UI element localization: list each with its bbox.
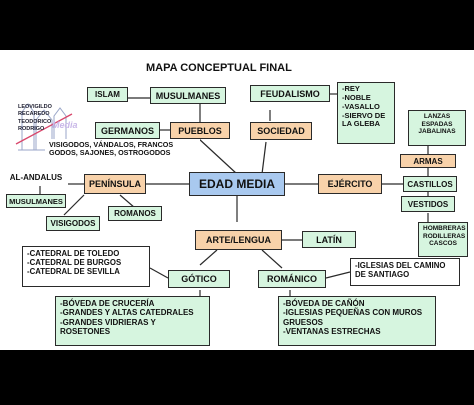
node-pueblos[interactable]: PUEBLOS <box>170 122 230 139</box>
node-romanico[interactable]: ROMÁNICO <box>258 270 326 288</box>
thumb-name: LEOVIGILDO <box>18 104 52 110</box>
node-musulmanes[interactable]: MUSULMANES <box>150 87 226 104</box>
armas-line: JABALINAS <box>418 128 456 136</box>
romanico-iglesias: -IGLESIAS DEL CAMINO DE SANTIAGO <box>350 258 460 286</box>
gotico-feature-line: ROSETONES <box>60 327 111 337</box>
thumb-name: RODRIGO <box>18 126 45 133</box>
castle-sketch <box>15 103 73 151</box>
page-title: MAPA CONCEPTUAL FINAL <box>146 62 292 74</box>
romanico-features: -BÓVEDA DE CAÑÓN -IGLESIAS PEQUEÑAS CON … <box>278 296 436 346</box>
iglesias-line: DE SANTIAGO <box>355 270 410 280</box>
gotico-feature-line: -GRANDES Y ALTAS CATEDRALES <box>60 308 194 318</box>
node-arte-lengua[interactable]: ARTE/LENGUA <box>195 230 282 250</box>
node-gotico[interactable]: GÓTICO <box>168 270 230 288</box>
node-sociedad[interactable]: SOCIEDAD <box>250 122 312 140</box>
watermark-text: Media <box>52 120 78 130</box>
armas-list: LANZAS ESPADAS JABALINAS <box>408 110 466 146</box>
node-islam[interactable]: ISLAM <box>87 87 128 102</box>
gotico-feature-line: -GRANDES VIDRIERAS Y <box>60 317 156 327</box>
vestidos-line: HOMBRERAS <box>423 225 466 232</box>
catedrales-list: -CATEDRAL DE TOLEDO -CATEDRAL DE BURGOS … <box>22 246 150 287</box>
concept-map-canvas: LEOVIGILDO RECAREDO TEODORICO RODRIGO Me… <box>0 50 474 350</box>
romanico-feature-line: -VENTANAS ESTRECHAS <box>283 327 381 337</box>
pueblos-line: GODOS, SAJONES, OSTROGODOS <box>49 148 171 158</box>
catedral-line: -CATEDRAL DE BURGOS <box>27 258 122 268</box>
armas-line: LANZAS <box>423 113 451 120</box>
feudal-line: -REY <box>342 84 360 93</box>
node-edad-media[interactable]: EDAD MEDIA <box>189 172 285 196</box>
node-vestidos[interactable]: VESTIDOS <box>401 196 455 212</box>
feudal-line: -VASALLO <box>342 101 380 111</box>
feudal-line: -SIERVO DE <box>342 110 386 120</box>
node-romanos[interactable]: ROMANOS <box>108 206 162 221</box>
node-castillos[interactable]: CASTILLOS <box>403 176 457 192</box>
gotico-features: -BÓVEDA DE CRUCERÍA -GRANDES Y ALTAS CAT… <box>55 296 210 346</box>
connector-lines <box>39 93 429 298</box>
vestidos-line: CASCOS <box>429 240 457 248</box>
node-visigodos[interactable]: VISIGODOS <box>46 216 100 231</box>
catedral-line: -CATEDRAL DE SEVILLA <box>27 267 120 277</box>
romanico-feature-line: -BÓVEDA DE CAÑÓN <box>283 299 365 308</box>
iglesias-line: -IGLESIAS DEL CAMINO <box>355 261 446 270</box>
feudal-list: -REY -NOBLE -VASALLO -SIERVO DE LA GLEBA <box>337 82 395 144</box>
node-latin[interactable]: LATÍN <box>302 231 356 248</box>
vestidos-line: RODILLERAS <box>423 232 466 240</box>
vestidos-list: HOMBRERAS RODILLERAS CASCOS <box>418 222 468 257</box>
thumb-name: TEODORICO <box>18 118 52 125</box>
pueblos-line: VISIGODOS, VÁNDALOS, FRANCOS <box>49 140 174 149</box>
feudal-line: -NOBLE <box>342 92 371 102</box>
slide-thumbnail: LEOVIGILDO RECAREDO TEODORICO RODRIGO Me… <box>14 92 78 152</box>
gotico-feature-line: -BÓVEDA DE CRUCERÍA <box>60 299 155 308</box>
thumb-name: RECAREDO <box>18 111 50 118</box>
node-armas[interactable]: ARMAS <box>400 154 456 168</box>
armas-line: ESPADAS <box>421 120 453 128</box>
node-feudalismo[interactable]: FEUDALISMO <box>250 85 330 102</box>
node-peninsula[interactable]: PENÍNSULA <box>84 174 146 194</box>
romanico-feature-line: GRUESOS <box>283 317 324 327</box>
node-ejercito[interactable]: EJÉRCITO <box>318 174 382 194</box>
node-germanos[interactable]: GERMANOS <box>95 122 160 139</box>
catedral-line: -CATEDRAL DE TOLEDO <box>27 249 120 258</box>
romanico-feature-line: -IGLESIAS PEQUEÑAS CON MUROS <box>283 308 423 318</box>
node-musulmanes-left[interactable]: MUSULMANES <box>6 194 66 208</box>
feudal-line: LA GLEBA <box>342 119 381 129</box>
pueblos-list: VISIGODOS, VÁNDALOS, FRANCOS GODOS, SAJO… <box>45 139 200 166</box>
node-al-andalus[interactable]: AL-ANDALUS <box>6 170 66 185</box>
